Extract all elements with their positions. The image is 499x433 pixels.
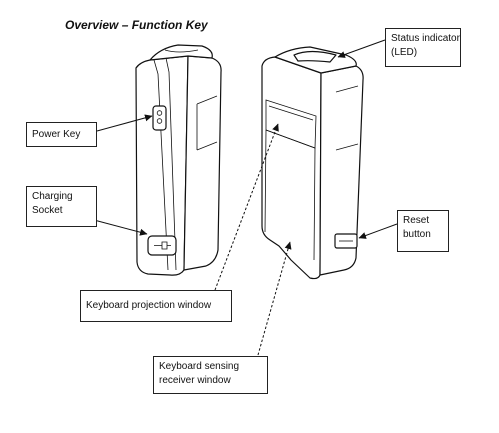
callout-charging-socket: Charging Socket: [26, 186, 97, 227]
charging-socket-leader: [93, 219, 148, 236]
callout-power-key-text: Power Key: [32, 129, 81, 140]
callout-power-key: Power Key: [26, 122, 97, 147]
callout-reset-button-line-2: button: [403, 229, 431, 240]
callout-status-indicator-line-1: Status indicator: [391, 33, 460, 44]
device-left-front-face: [135, 55, 189, 276]
callout-reset-button-line-1: Reset: [403, 215, 430, 226]
device-right-view: [261, 46, 364, 280]
device-left-view: [135, 44, 222, 276]
device-left-top: [149, 44, 213, 61]
callout-keyboard-sensing-receiver-window: Keyboard sensing receiver window: [153, 356, 268, 394]
power-key-leader: [96, 114, 153, 132]
callout-charging-socket-line-2: Socket: [32, 205, 63, 216]
callout-keyboard-projection-window-text: Keyboard projection window: [86, 300, 212, 311]
reset-button-leader: [358, 223, 398, 239]
power-key-housing: [152, 105, 167, 131]
status-indicator-leader: [337, 39, 386, 58]
keyboard-sensing-window-frame: [264, 129, 316, 261]
power-key-button: [156, 110, 163, 116]
keyboard-sensing-receiver-window-leader: [257, 241, 292, 356]
device-left-side-panel: [196, 95, 218, 151]
device-left-side-face: [183, 55, 222, 271]
device-left-strap: [153, 57, 177, 271]
callout-status-indicator-line-2: (LED): [391, 47, 418, 58]
device-right-side-face: [319, 65, 364, 276]
keyboard-projection-window-inner: [268, 105, 314, 121]
charging-socket-plug-icon: [154, 241, 171, 250]
device-right-front-face: [261, 56, 322, 280]
device-left-top-edge: [164, 49, 199, 53]
power-key-indicator: [156, 118, 163, 124]
callout-reset-button: Reset button: [397, 210, 449, 252]
callout-status-indicator: Status indicator (LED): [385, 28, 461, 67]
status-indicator-led: [293, 50, 337, 63]
callout-keyboard-sensing-line-1: Keyboard sensing: [159, 361, 240, 372]
page-title: Overview – Function Key: [65, 18, 208, 32]
callout-charging-socket-line-1: Charging: [32, 191, 73, 202]
callout-keyboard-sensing-line-2: receiver window: [159, 375, 231, 386]
callout-keyboard-projection-window: Keyboard projection window: [80, 290, 232, 322]
device-right-side-panel: [335, 85, 359, 151]
